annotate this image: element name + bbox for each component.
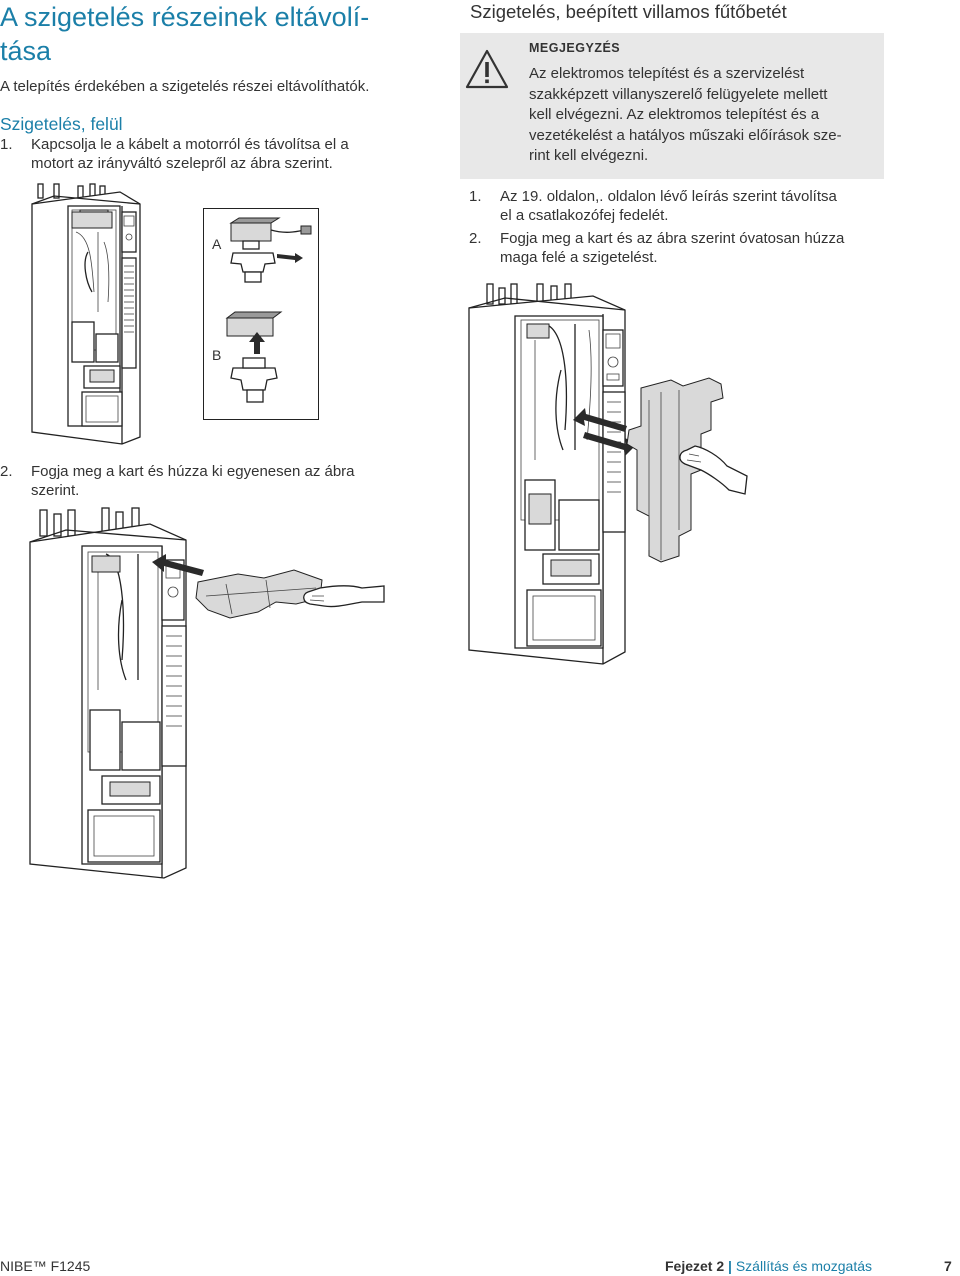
heat-pump-figure-small [31,183,141,445]
heat-pump-figure-bottom [29,507,385,879]
footer-page-number: 7 [944,1258,952,1274]
left-step-1: 1. Kapcsolja le a kábelt a motorról és t… [0,135,440,175]
note-box [460,33,884,179]
page-title: A szigetelés részeinek eltávolí- tása [0,0,420,68]
right-step-1-number: 1. [469,188,482,205]
left-step-2-line-1: Fogja meg a kart és húzza ki egyenesen a… [31,463,355,480]
right-step-2-number: 2. [469,230,482,247]
note-title: MEGJEGYZÉS [529,41,621,55]
left-step-2: 2. Fogja meg a kart és húzza ki egyenese… [0,462,440,502]
note-line-4: vezetékelést a hatályos műszaki előíráso… [529,126,842,144]
right-step-1-line-2: el a csatlakozófej fedelét. [500,207,669,224]
valve-detail-figure: A B [203,208,319,420]
footer-chapter-label: Fejezet 2 [665,1258,725,1274]
figure-label-b: B [212,347,221,363]
intro-text: A telepítés érdekében a szigetelés része… [0,78,370,95]
section-title-insulation-top: Szigetelés, felül [0,114,123,134]
heat-pump-figure-right [468,283,748,665]
footer-product: NIBE™ F1245 [0,1258,91,1274]
page-title-line-1: A szigetelés részeinek eltávolí- [0,2,370,32]
right-step-1-line-1: Az 19. oldalon,. oldalon lévő leírás sze… [500,188,837,205]
footer-chapter: Fejezet 2 | Szállítás és mozgatás [665,1257,872,1275]
left-step-1-line-1: Kapcsolja le a kábelt a motorról és távo… [31,136,349,153]
section-title-heater: Szigetelés, beépített villamos fűtőbetét [470,1,787,22]
left-step-2-line-2: szerint. [31,482,80,499]
footer-separator: | [728,1258,732,1274]
left-step-2-number: 2. [0,463,13,480]
note-line-5: rint kell elvégezni. [529,147,649,164]
left-step-1-line-2: motort az irányváltó szelepről az ábra s… [31,155,333,172]
right-step-2-line-2: maga felé a szigetelést. [500,249,658,266]
note-text: Az elektromos telepítést és a szervizelé… [529,64,879,167]
warning-triangle-icon [465,49,509,89]
note-line-2: szakképzett villanyszerelő felügyelete m… [529,85,828,103]
footer-chapter-title: Szállítás és mozgatás [735,1258,873,1274]
right-step-1: 1. Az 19. oldalon,. oldalon lévő leírás … [469,187,889,227]
figure-label-a: A [212,236,222,252]
left-step-1-number: 1. [0,136,13,153]
note-line-3: kell elvégezni. Az elektromos telepítést… [529,106,820,123]
right-step-2: 2. Fogja meg a kart és az ábra szerint ó… [469,229,889,269]
right-step-2-line-1: Fogja meg a kart és az ábra szerint óvat… [500,230,845,247]
page-title-line-2: tása [0,36,52,66]
note-line-1: Az elektromos telepítést és a szervizelé… [529,65,805,82]
